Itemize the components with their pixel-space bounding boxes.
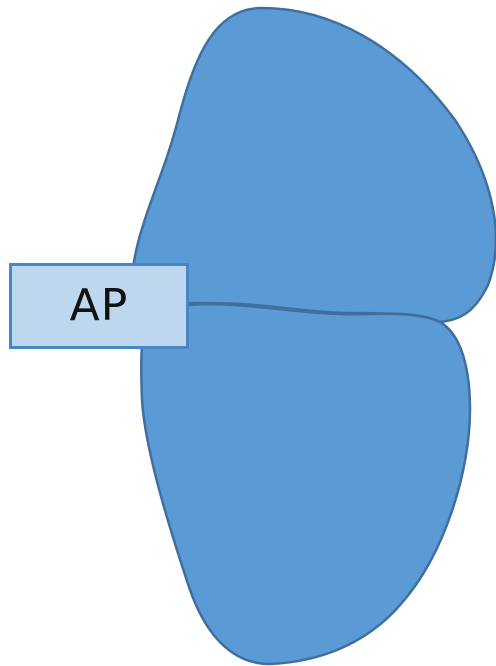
- lobe-division-line: [187, 302, 441, 324]
- upper-lobe-shape: [128, 6, 496, 324]
- ap-label-text: AP: [69, 280, 129, 331]
- ap-label-box: AP: [9, 263, 189, 349]
- lower-lobe-shape: [140, 301, 472, 666]
